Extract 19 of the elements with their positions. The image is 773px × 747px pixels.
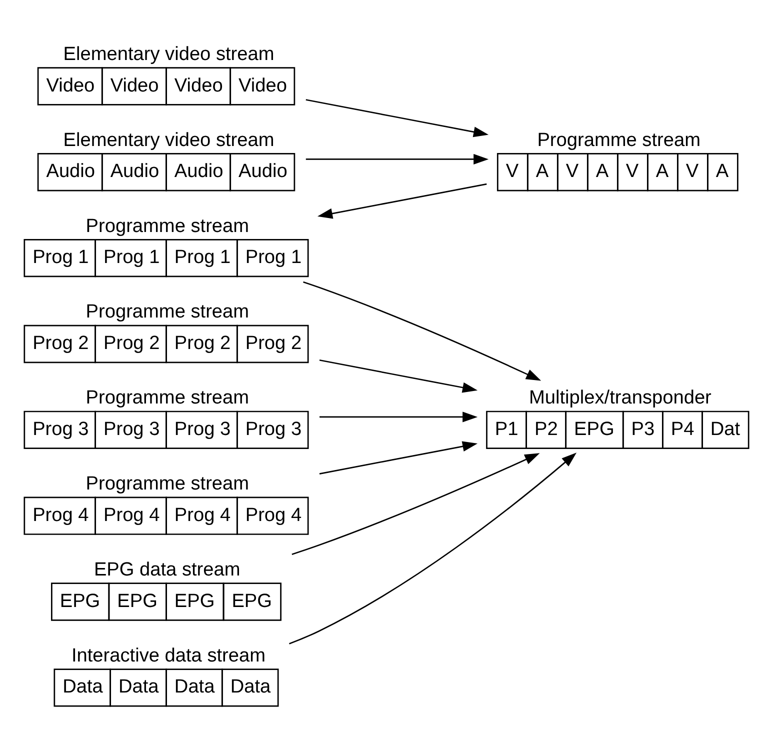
arrow bbox=[303, 280, 542, 380]
node-label: Programme stream bbox=[86, 215, 250, 236]
arrow bbox=[317, 182, 487, 218]
node-label: Interactive data stream bbox=[71, 644, 266, 666]
arrow bbox=[306, 98, 489, 137]
node-label: Programme stream bbox=[86, 301, 250, 322]
arrow bbox=[306, 153, 489, 164]
arrow bbox=[320, 411, 478, 422]
node-label: Multiplex/transponder bbox=[529, 387, 712, 408]
node-label: Elementary video stream bbox=[63, 43, 274, 64]
node-label: Programme stream bbox=[86, 473, 250, 494]
arrow bbox=[319, 358, 478, 392]
node-label: EPG data stream bbox=[94, 558, 240, 580]
arrow bbox=[289, 452, 577, 644]
arrow bbox=[292, 452, 540, 554]
node-label: Programme stream bbox=[86, 387, 250, 408]
node-label: Programme stream bbox=[537, 129, 700, 150]
arrow bbox=[319, 440, 478, 474]
node-label: Elementary video stream bbox=[63, 129, 274, 150]
